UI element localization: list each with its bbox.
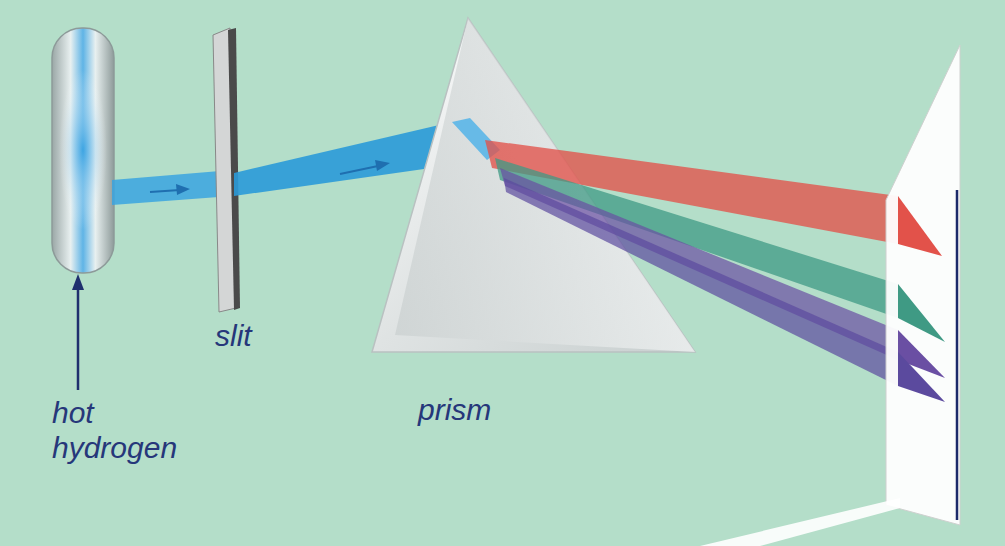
leader-arrowhead bbox=[72, 274, 84, 290]
beam-arrow bbox=[150, 190, 180, 192]
beam-arrowhead bbox=[176, 184, 190, 195]
light-beam bbox=[112, 170, 232, 205]
screen-edge bbox=[956, 190, 959, 520]
beam-arrowhead bbox=[375, 160, 390, 171]
red-line bbox=[898, 196, 942, 256]
violet-beam bbox=[504, 178, 945, 402]
leader-line bbox=[77, 284, 80, 390]
part-label: slit bbox=[215, 318, 305, 353]
part-label: hot hydrogen bbox=[52, 395, 192, 465]
hydrogen-tube bbox=[52, 28, 114, 273]
screen-stand bbox=[700, 498, 900, 546]
tube-glow bbox=[59, 70, 107, 230]
beam-arrow bbox=[340, 166, 378, 174]
slit-plate-edge bbox=[228, 28, 240, 310]
green-beam bbox=[495, 158, 945, 342]
part-label: prism bbox=[418, 392, 538, 427]
green-line bbox=[898, 284, 945, 342]
screen bbox=[886, 45, 960, 525]
violet-line bbox=[898, 352, 945, 402]
